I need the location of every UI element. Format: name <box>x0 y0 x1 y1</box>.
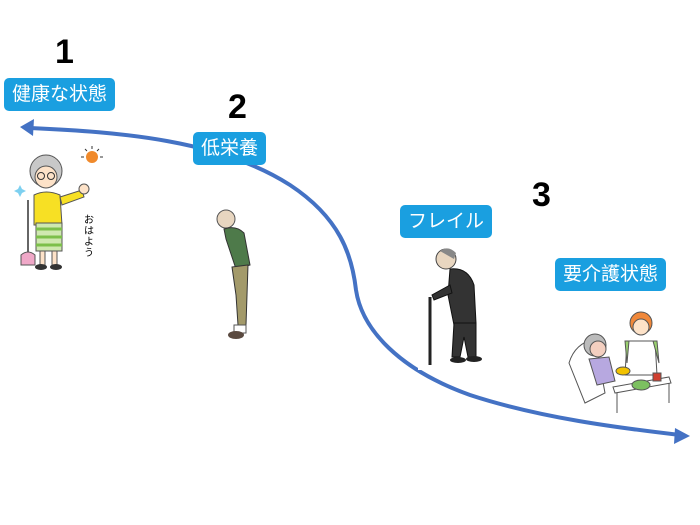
left-arrowhead-icon <box>20 119 34 136</box>
stage-1-label: 健康な状態 <box>4 78 116 111</box>
greeting-caption: おはよう <box>84 215 94 259</box>
stage-4-label: 要介護状態 <box>555 258 667 291</box>
stage-3-number: 3 <box>532 176 551 214</box>
stage-1-number: 1 <box>55 33 74 71</box>
sun-icon <box>86 151 98 163</box>
stage-2-number: 2 <box>228 88 247 126</box>
caregiver-illustration <box>565 303 677 415</box>
stage-2-label: 低栄養 <box>193 132 267 165</box>
hunched-man-illustration <box>212 205 258 345</box>
right-arrowhead-icon <box>674 428 690 444</box>
curve-line <box>29 126 681 437</box>
man-with-cane-illustration <box>418 245 484 370</box>
stage-3-label: フレイル <box>400 205 493 238</box>
healthy-woman-illustration: おはよう <box>12 145 104 275</box>
